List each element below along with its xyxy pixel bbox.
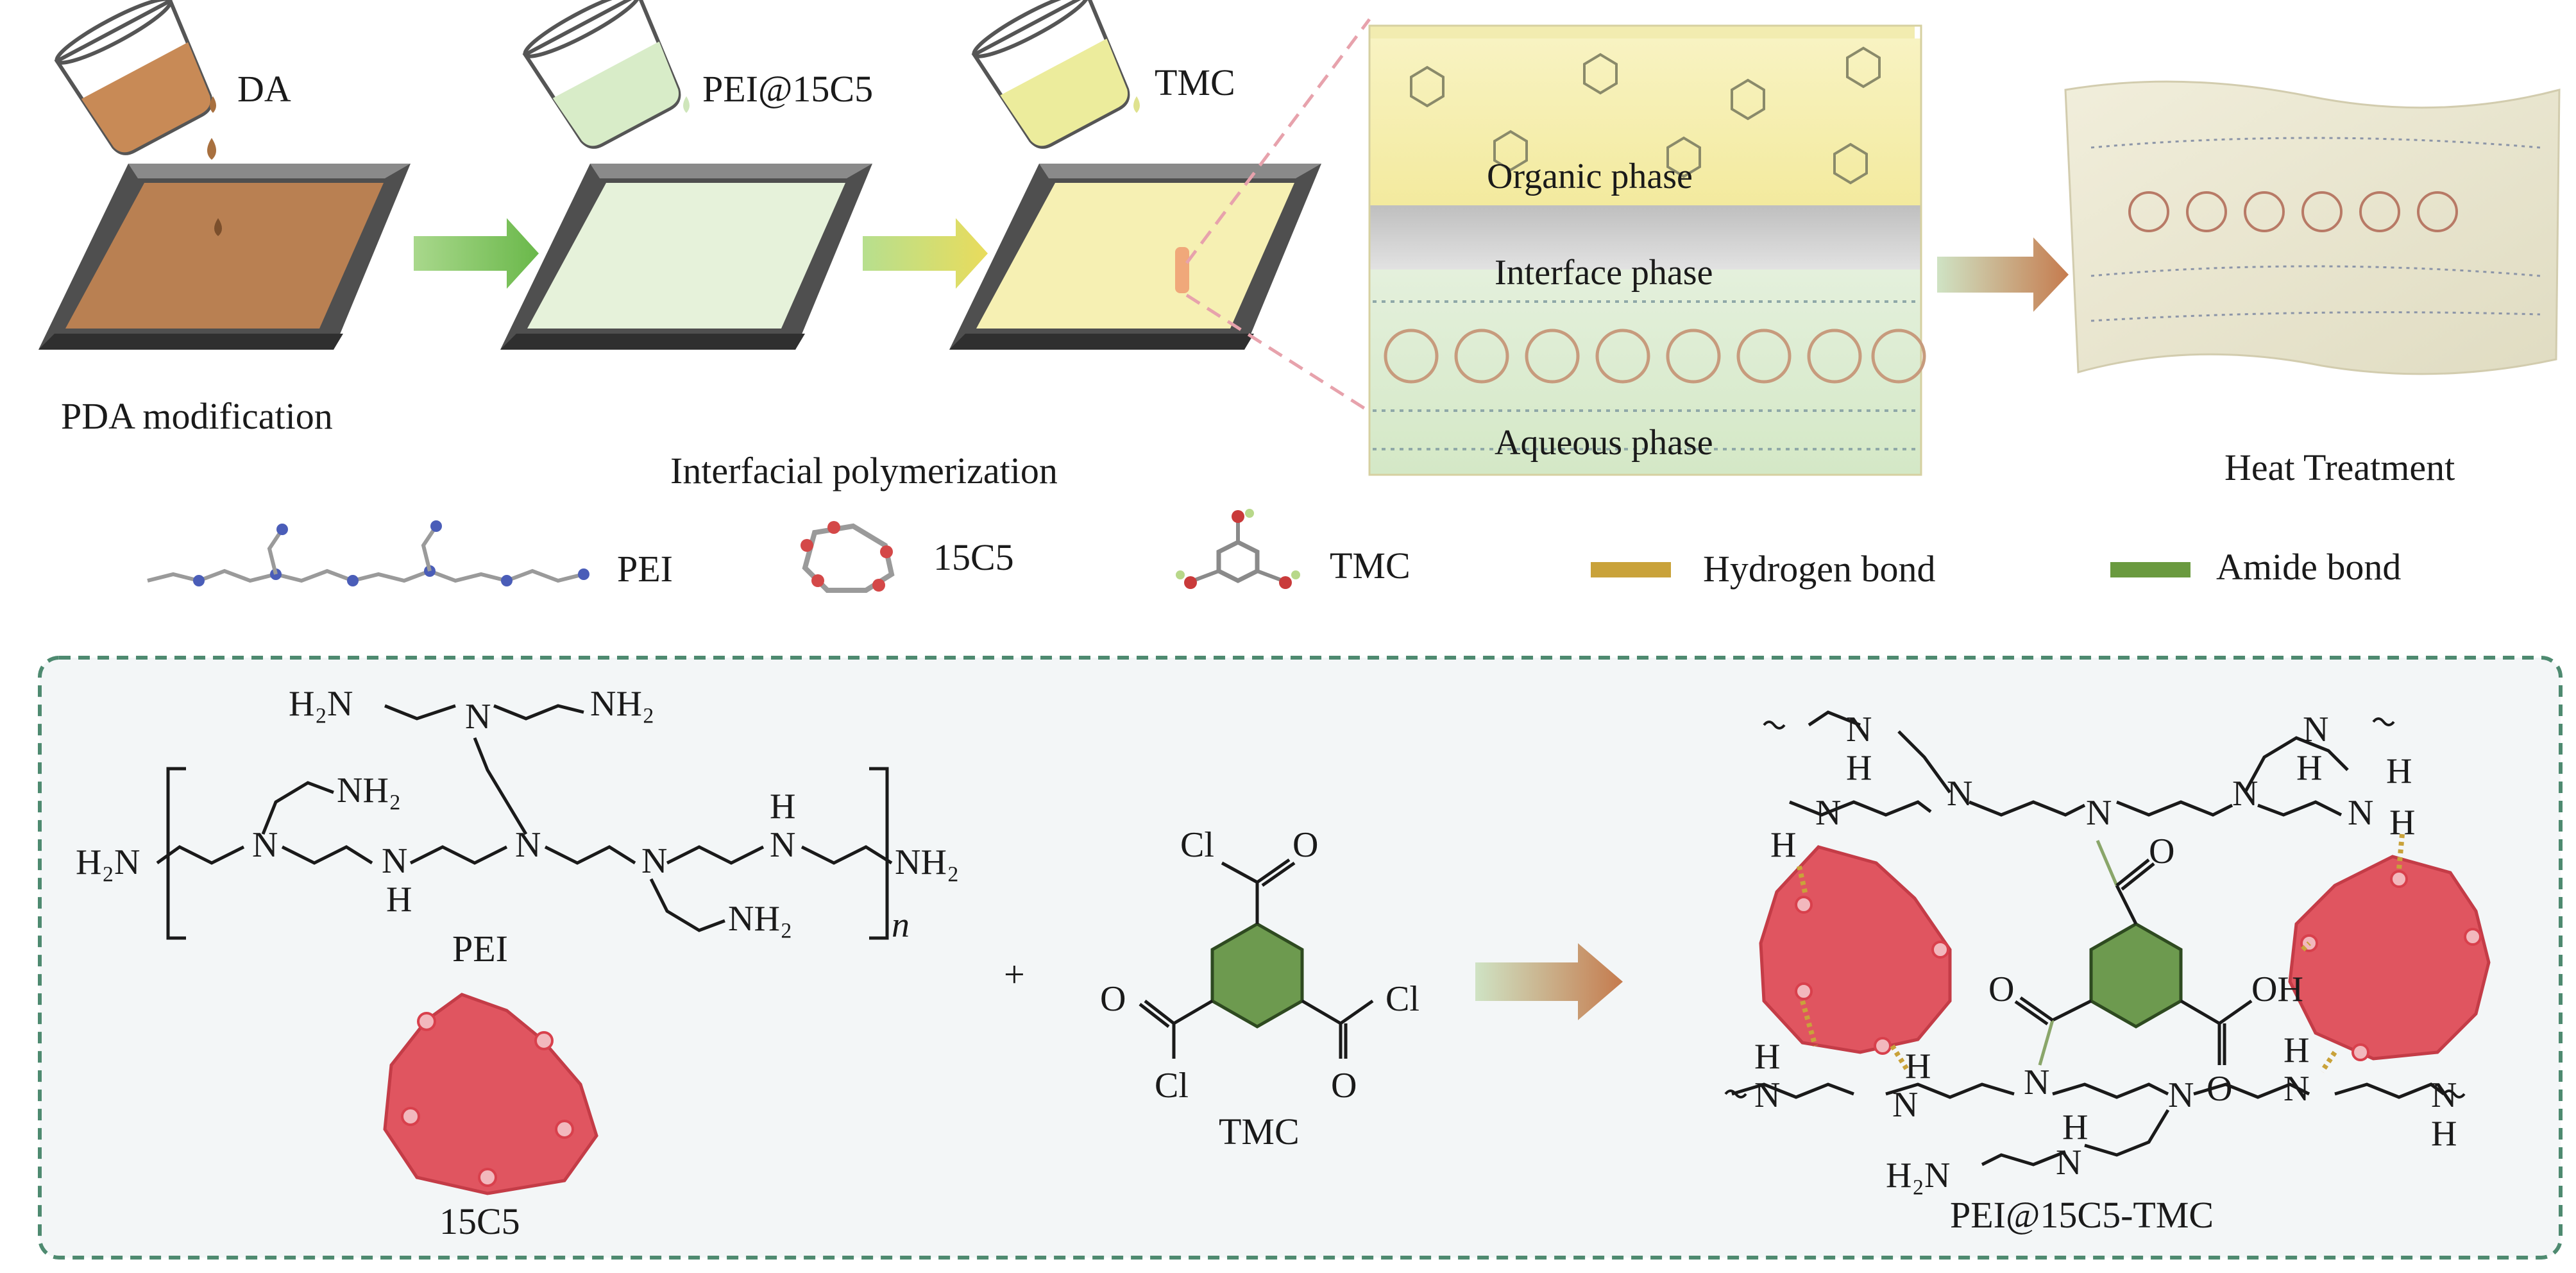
product-name-label: PEI@15C5-TMC: [1950, 1194, 2214, 1236]
pei-repeat-n: n: [892, 905, 910, 945]
prod-oh: OH: [2251, 970, 2303, 1009]
step-heat-treatment-label: Heat Treatment: [2224, 447, 2455, 488]
product-structure: [1724, 710, 2491, 1166]
pei-nh2-right: NH₂: [895, 842, 959, 882]
tmc-cl-right: Cl: [1385, 979, 1419, 1019]
prod-h-b1: H: [1905, 1047, 1931, 1086]
product-atom-labels: N H N N N N N H H N H H O O O OH H N H N…: [1754, 710, 2457, 1195]
crown-15c5-structure: [383, 993, 598, 1195]
pei-nh2-top: NH₂: [590, 684, 654, 724]
prod-h-tr3: H: [2389, 803, 2415, 842]
legend-15c5-label: 15C5: [933, 536, 1014, 578]
legend-tmc-label: TMC: [1330, 545, 1411, 586]
tmc-o-top: O: [1292, 825, 1318, 865]
arrow-step3: [1937, 237, 2069, 312]
prod-h-tr: H: [2296, 748, 2322, 788]
pei-n-top: N: [465, 697, 491, 737]
legend-amide-bond-label: Amide bond: [2216, 546, 2402, 588]
prod-n-b4: N: [2284, 1069, 2309, 1109]
tmc-cl-top: Cl: [1180, 825, 1214, 865]
prod-n-tl: N: [1846, 710, 1872, 749]
pei-n4: N: [641, 841, 667, 881]
tmc-o-left: O: [1100, 979, 1126, 1019]
legend-pei-label: PEI: [617, 548, 673, 590]
reaction-arrow: [1475, 943, 1623, 1020]
tmc-o-right: O: [1331, 1066, 1357, 1106]
aqueous-phase-label: Aqueous phase: [1495, 423, 1713, 463]
pei-n1: N: [252, 825, 278, 865]
beaker-tmc-icon: [971, 0, 1140, 149]
organic-phase-label: Organic phase: [1487, 157, 1693, 196]
tmc-structure: [1139, 858, 1374, 1059]
pei-atom-labels: H₂N NH₂ N N H N N N H NH₂ N H₂N NH₂ NH₂ …: [76, 684, 959, 945]
pei-n3: N: [515, 825, 541, 865]
tray-pda: [38, 164, 411, 350]
beaker-pei-15c5-icon: [522, 0, 695, 184]
prod-n1: N: [1815, 793, 1841, 833]
prod-n-tr: N: [2303, 710, 2328, 749]
legend-pei-icon: [147, 520, 589, 586]
legend-hydrogen-bond-label: Hydrogen bond: [1703, 548, 1936, 590]
pei-name-label: PEI: [452, 928, 508, 970]
prod-h-l2: H: [1754, 1037, 1780, 1077]
reagent-da-label: DA: [237, 68, 291, 110]
prod-n2: N: [1947, 774, 1972, 814]
membrane-sheet: [2064, 80, 2561, 375]
pei-nh2-b: NH₂: [728, 899, 792, 939]
prod-h-b4: H: [2284, 1030, 2309, 1070]
reagent-tmc-label: TMC: [1155, 62, 1235, 103]
tmc-cl-left: Cl: [1155, 1066, 1189, 1106]
tray-interfacial: [500, 164, 872, 350]
prod-h-tl: H: [1846, 748, 1872, 788]
tray-tmc: [949, 164, 1321, 350]
plus-sign: +: [1004, 953, 1025, 995]
prod-h-l1: H: [1770, 825, 1796, 865]
prod-n-b5: N: [2056, 1143, 2081, 1183]
step-pda-modification-label: PDA modification: [61, 395, 333, 437]
prod-n4: N: [2232, 774, 2258, 814]
prod-o-top: O: [2149, 832, 2174, 871]
pei-h2n-top: H₂N: [289, 684, 353, 724]
legend-amide-bond-swatch: [2110, 562, 2190, 577]
legend-15c5-icon: [801, 521, 895, 593]
pei-h5: H: [770, 787, 795, 826]
legend-hydrogen-bond-swatch: [1591, 562, 1671, 577]
crown-name-label: 15C5: [439, 1200, 520, 1242]
prod-n3: N: [2086, 793, 2112, 833]
pei-n2: N: [382, 841, 407, 881]
prod-h-br: H: [2431, 1114, 2457, 1154]
prod-n-br: N: [2431, 1075, 2457, 1115]
step-interfacial-polymerization-label: Interfacial polymerization: [670, 450, 1058, 491]
zoom-line-top: [1185, 18, 1371, 264]
pei-structure: [156, 704, 893, 940]
pei-nh2-a: NH₂: [337, 771, 401, 810]
arrow-step1: [414, 218, 539, 289]
prod-n-b3: N: [2168, 1075, 2194, 1115]
prod-o-left: O: [1988, 970, 2014, 1009]
prod-n-b1: N: [1892, 1085, 1918, 1125]
phase-block: [1368, 24, 1926, 476]
legend-tmc-icon: [1176, 509, 1300, 589]
prod-o-bottom: O: [2207, 1069, 2232, 1109]
tmc-atom-labels: Cl O O Cl Cl O: [1100, 825, 1419, 1106]
reagent-pei-15c5-label: PEI@15C5: [702, 68, 874, 110]
prod-h-tr2: H: [2386, 751, 2412, 791]
prod-h2n: H₂N: [1886, 1156, 1950, 1195]
arrow-step2: [863, 218, 988, 289]
beaker-da-icon: [54, 0, 216, 160]
prod-h-b5: H: [2062, 1107, 2088, 1147]
prod-n5: N: [2348, 793, 2373, 833]
tmc-name-label: TMC: [1219, 1111, 1300, 1152]
interface-phase-label: Interface phase: [1495, 253, 1713, 293]
pei-h2: H: [386, 880, 412, 919]
prod-n-b2: N: [2024, 1063, 2049, 1102]
pei-h2n-left: H₂N: [76, 842, 140, 882]
pei-n5: N: [770, 825, 795, 865]
prod-n-bl: N: [1754, 1075, 1780, 1115]
